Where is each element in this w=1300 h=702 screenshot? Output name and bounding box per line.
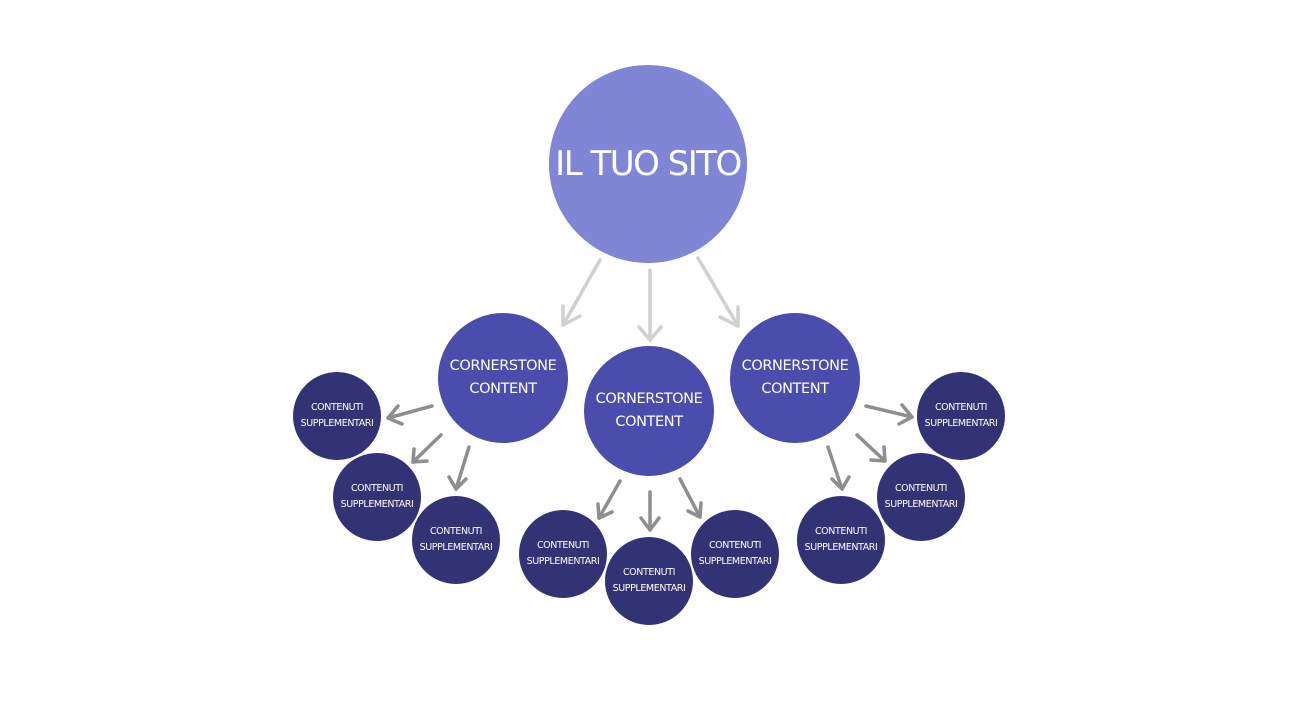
leaf-node-label-line2: SUPPLEMENTARI — [698, 556, 772, 567]
leaf-node-5: CONTENUTI SUPPLEMENTARI — [605, 537, 693, 625]
arrow-hub-center-to-leaf-4 — [596, 479, 622, 520]
hub-node-label-line1: CORNERSTONE — [595, 391, 703, 407]
leaf-node-3: CONTENUTI SUPPLEMENTARI — [412, 496, 500, 584]
leaf-node-9: CONTENUTI SUPPLEMENTARI — [797, 496, 885, 584]
arrow-hub-right-to-leaf-8 — [855, 433, 887, 463]
leaf-node-label-line1: CONTENUTI — [429, 526, 483, 537]
leaf-node-label-line2: SUPPLEMENTARI — [300, 418, 374, 429]
leaf-node-label-line2: SUPPLEMENTARI — [419, 542, 493, 553]
hub-node-label-line2: CONTENT — [761, 381, 829, 397]
leaf-node-4: CONTENUTI SUPPLEMENTARI — [519, 510, 607, 598]
arrow-hub-left-to-leaf-3 — [447, 445, 471, 491]
arrow-hub-left-to-leaf-2 — [411, 433, 443, 464]
leaf-node-label-line2: SUPPLEMENTARI — [804, 542, 878, 553]
leaf-node-label-line2: SUPPLEMENTARI — [924, 418, 998, 429]
hub-node-label-line1: CORNERSTONE — [741, 358, 849, 374]
leaf-node-label-line1: CONTENUTI — [814, 526, 868, 537]
leaf-node-8: CONTENUTI SUPPLEMENTARI — [877, 453, 965, 541]
hub-node-right: CORNERSTONE CONTENT — [730, 313, 860, 443]
leaf-node-label-line2: SUPPLEMENTARI — [612, 583, 686, 594]
leaf-node-label-line2: SUPPLEMENTARI — [526, 556, 600, 567]
leaf-node-1: CONTENUTI SUPPLEMENTARI — [293, 372, 381, 460]
arrow-hub-right-to-leaf-7 — [864, 403, 914, 426]
arrow-hub-center-to-leaf-6 — [678, 477, 703, 519]
leaf-node-label-line1: CONTENUTI — [708, 540, 762, 551]
leaf-node-label-line1: CONTENUTI — [536, 540, 590, 551]
leaf-node-label-line1: CONTENUTI — [310, 402, 364, 413]
arrow-root-to-hub-left — [561, 258, 602, 327]
arrow-root-to-hub-center — [637, 268, 663, 342]
arrow-root-to-hub-right — [696, 256, 740, 328]
hub-node-center: CORNERSTONE CONTENT — [584, 346, 714, 476]
leaf-node-label-line1: CONTENUTI — [350, 483, 404, 494]
arrow-hub-left-to-leaf-1 — [386, 404, 434, 426]
arrow-hub-center-to-leaf-5 — [639, 490, 661, 532]
leaf-node-7: CONTENUTI SUPPLEMENTARI — [917, 372, 1005, 460]
root-node-label: IL TUO SITO — [555, 144, 742, 184]
root-node-site: IL TUO SITO — [549, 65, 747, 263]
leaf-node-2: CONTENUTI SUPPLEMENTARI — [333, 453, 421, 541]
hub-node-label-line1: CORNERSTONE — [449, 358, 557, 374]
hub-node-left: CORNERSTONE CONTENT — [438, 313, 568, 443]
leaf-node-label-line1: CONTENUTI — [622, 567, 676, 578]
hub-node-label-line2: CONTENT — [469, 381, 537, 397]
hub-node-label-line2: CONTENT — [615, 414, 683, 430]
leaf-node-6: CONTENUTI SUPPLEMENTARI — [691, 510, 779, 598]
leaf-node-label-line2: SUPPLEMENTARI — [340, 499, 414, 510]
arrow-hub-right-to-leaf-9 — [826, 445, 851, 491]
leaf-node-label-line1: CONTENUTI — [894, 483, 948, 494]
leaf-node-label-line1: CONTENUTI — [934, 402, 988, 413]
leaf-node-label-line2: SUPPLEMENTARI — [884, 499, 958, 510]
